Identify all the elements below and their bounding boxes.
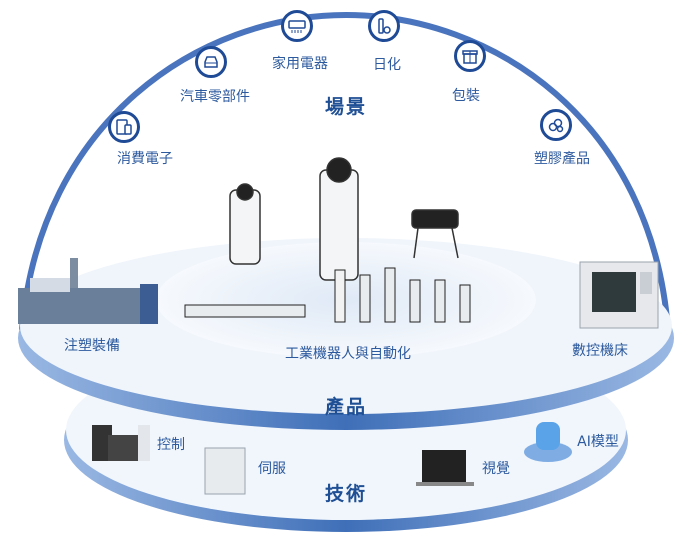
technology-title: 技術	[324, 483, 368, 505]
scene-node-plastic-products	[540, 109, 572, 141]
scene-node-packaging	[454, 40, 486, 72]
scene-label: 包裝	[452, 88, 480, 104]
scene-node-consumer-electronics	[108, 111, 140, 143]
car-icon	[204, 56, 218, 68]
ai-model-image	[524, 422, 572, 462]
servo-drive-image	[204, 447, 246, 495]
scene-node-home-appliances	[281, 10, 313, 42]
devices-icon	[116, 119, 132, 135]
scene-node-auto-parts	[195, 46, 227, 78]
product-label: 注塑裝備	[64, 338, 120, 354]
scene-label: 日化	[373, 57, 401, 73]
technology-label: 視覺	[482, 461, 510, 477]
scene-label: 塑膠產品	[534, 151, 590, 167]
cnc-machine-image	[579, 261, 659, 329]
industrial-robot-arms-image	[184, 267, 471, 323]
product-title: 產品	[324, 396, 368, 418]
vision-laptop-image	[416, 450, 474, 486]
plastic-pellets-icon	[548, 118, 564, 133]
robot-platform	[156, 242, 536, 358]
gift-box-icon	[462, 50, 478, 64]
injection-molding-machine-image	[18, 258, 158, 324]
product-label: 工業機器人與自動化	[285, 346, 411, 362]
scene-title: 場景	[324, 96, 368, 118]
air-conditioner-icon	[288, 20, 306, 33]
humanoid-robots-image	[229, 157, 459, 281]
scene-label: 家用電器	[272, 56, 328, 72]
scene-label: 消費電子	[117, 151, 173, 167]
controller-image	[92, 425, 150, 461]
scene-label: 汽車零部件	[180, 89, 250, 105]
product-label: 數控機床	[572, 343, 628, 359]
technology-label: AI模型	[577, 434, 619, 450]
bottle-icon	[378, 18, 391, 34]
technology-label: 伺服	[258, 461, 286, 477]
scene-node-daily-chemicals	[368, 10, 400, 42]
technology-label: 控制	[157, 437, 185, 453]
scene-arc	[19, 11, 671, 331]
